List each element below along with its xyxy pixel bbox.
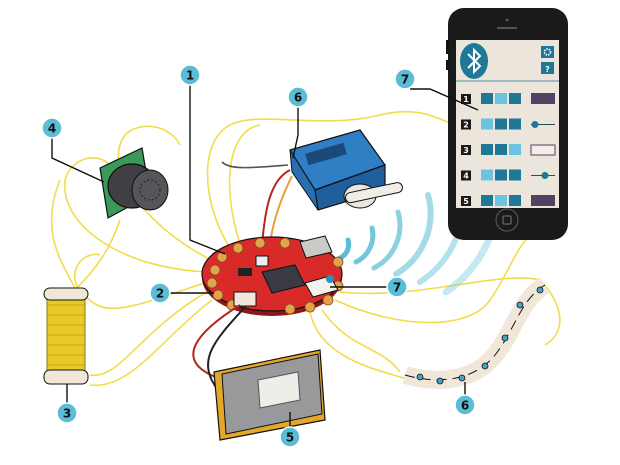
coil bbox=[43, 287, 89, 385]
callout-number: 7 bbox=[393, 281, 401, 295]
toggle-box[interactable] bbox=[530, 144, 556, 156]
channel-square[interactable] bbox=[509, 169, 521, 181]
callout-number: 2 bbox=[156, 287, 164, 301]
help-label: ? bbox=[545, 65, 550, 74]
callout-board: 1 bbox=[179, 64, 201, 86]
row-number-badge bbox=[461, 170, 471, 181]
channel-square[interactable] bbox=[509, 93, 521, 104]
leader-lines bbox=[51, 85, 479, 427]
callout-circle bbox=[287, 86, 309, 108]
callout-bluetooth-module: 7 bbox=[386, 276, 408, 298]
slider-knob[interactable] bbox=[531, 121, 539, 128]
channel-square[interactable] bbox=[495, 93, 507, 104]
row-number-badge bbox=[461, 196, 471, 206]
channel-square[interactable] bbox=[481, 195, 493, 206]
row-number-badge bbox=[461, 145, 471, 155]
callout-circle bbox=[179, 64, 201, 86]
callout-circle bbox=[279, 426, 301, 448]
channel-square[interactable] bbox=[495, 169, 507, 181]
callout-phone-app: 7 bbox=[394, 68, 416, 90]
row-number: 4 bbox=[463, 172, 469, 181]
callout-number: 7 bbox=[401, 73, 409, 87]
lipo-battery bbox=[192, 304, 326, 441]
channel-square[interactable] bbox=[481, 144, 493, 155]
callout-circle bbox=[149, 282, 171, 304]
row-number: 1 bbox=[463, 95, 469, 104]
channel-square[interactable] bbox=[509, 144, 521, 155]
row-number: 5 bbox=[463, 197, 469, 206]
row-number-badge bbox=[461, 94, 471, 104]
callout-circle bbox=[454, 394, 476, 416]
color-swatch[interactable] bbox=[531, 195, 555, 206]
home-button[interactable] bbox=[495, 208, 519, 232]
callout-number: 1 bbox=[186, 69, 194, 83]
callout-ultrasonic-sensor: 4 bbox=[41, 117, 63, 139]
callout-number: 3 bbox=[63, 407, 71, 421]
callout-led-strip: 6 bbox=[454, 394, 476, 416]
smartphone: ? 1 2 3 4 5 bbox=[446, 8, 568, 240]
callout-circle bbox=[394, 68, 416, 90]
channel-square[interactable] bbox=[481, 93, 493, 104]
channel-square[interactable] bbox=[481, 169, 493, 181]
row-number: 2 bbox=[463, 121, 469, 130]
app-row-2[interactable]: 2 bbox=[461, 118, 555, 130]
gear-icon[interactable] bbox=[541, 46, 554, 58]
row-number: 3 bbox=[463, 146, 469, 155]
channel-square[interactable] bbox=[495, 195, 507, 206]
callout-circle bbox=[386, 276, 408, 298]
microcontroller-board bbox=[201, 235, 344, 316]
color-swatch[interactable] bbox=[531, 93, 555, 104]
app-row-1[interactable]: 1 bbox=[461, 93, 555, 104]
callout-servo: 6 bbox=[287, 86, 309, 108]
callout-number: 5 bbox=[286, 431, 294, 445]
callout-circle bbox=[41, 117, 63, 139]
led-strip bbox=[402, 277, 551, 389]
channel-square[interactable] bbox=[481, 118, 493, 130]
callout-number: 4 bbox=[48, 122, 56, 136]
callout-battery-connector: 2 bbox=[149, 282, 171, 304]
servo-motor bbox=[221, 129, 403, 246]
app-row-5[interactable]: 5 bbox=[461, 195, 555, 206]
app-row-4[interactable]: 4 bbox=[461, 169, 555, 181]
ultrasonic-sensor bbox=[99, 147, 169, 219]
callout-circle bbox=[56, 402, 78, 424]
callout-number: 6 bbox=[461, 399, 469, 413]
app-row-3[interactable]: 3 bbox=[461, 144, 556, 156]
row-number-badge bbox=[461, 119, 471, 130]
callout-lipo-battery: 5 bbox=[279, 426, 301, 448]
callout-coil: 3 bbox=[56, 402, 78, 424]
channel-square[interactable] bbox=[495, 144, 507, 155]
channel-square[interactable] bbox=[509, 118, 521, 130]
callout-number: 6 bbox=[294, 91, 302, 105]
help-icon[interactable] bbox=[541, 62, 554, 74]
channel-square[interactable] bbox=[509, 195, 521, 206]
slider-knob[interactable] bbox=[541, 172, 549, 179]
channel-square[interactable] bbox=[495, 118, 507, 130]
